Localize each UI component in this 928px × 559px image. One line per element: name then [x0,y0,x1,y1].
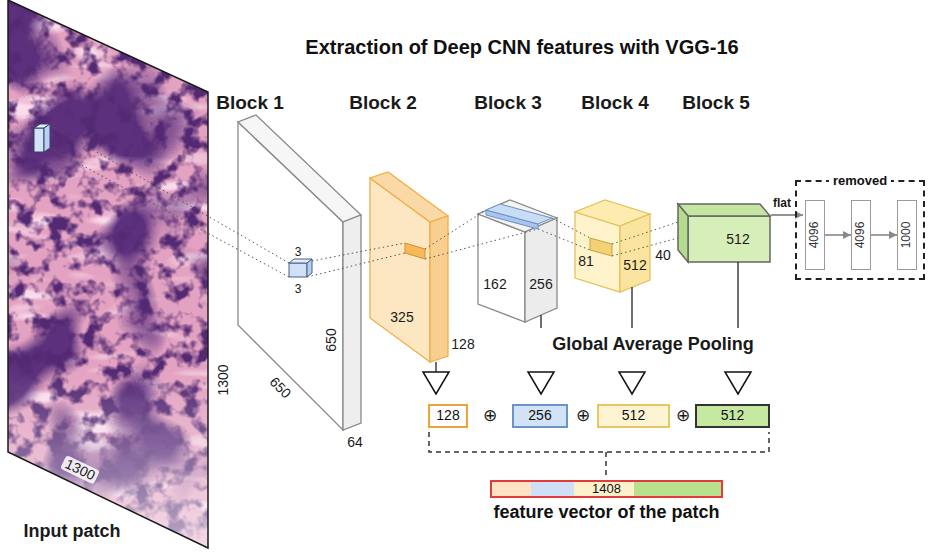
block-label: Block 2 [349,93,417,114]
projection-line [307,253,405,277]
block1-volume [343,215,361,430]
projection-line [425,229,538,259]
dimension-label: 512 [726,232,749,247]
node-caption: feature vector of the patch [493,503,719,523]
diagram-title: Extraction of Deep CNN features with VGG… [305,36,738,58]
pooling-stem [631,287,632,328]
node-text: 512 [622,408,645,423]
dimension-label: 256 [529,277,552,292]
feature-segment: 128 [428,404,468,428]
dimension-label: 81 [578,254,594,269]
dimension-label: 1300 [60,455,100,485]
dimension-label: 40 [655,248,671,263]
projection-line [50,125,289,263]
dimension-label: 650 [266,374,293,401]
projection-line [538,229,590,250]
tissue-nuclei [0,0,220,559]
receptive-slab [590,238,612,256]
concat-symbol: ⊕ [576,407,590,426]
pooling-triangle [619,372,645,394]
block-label: Block 4 [581,93,649,114]
dimension-label: 650 [324,328,339,351]
concat-symbol: ⊕ [483,407,497,426]
kernel-cube [34,128,44,152]
tissue-fade [0,0,220,559]
tissue-ground [0,0,220,559]
pooling-stem [435,362,436,372]
kernel-cube [307,259,312,277]
block2-volume [370,172,448,222]
block-label: Block 5 [682,93,750,114]
dense-layer: 1000 [897,200,917,270]
feature-segment: 512 [695,404,770,428]
feature-segment: 512 [597,404,670,428]
dimension-label: 64 [347,435,363,450]
block-label: Block 3 [474,93,542,114]
dimension-label: 325 [390,310,413,325]
block5-volume [688,216,770,262]
feature-vector: 1408feature vector of the patch [490,480,723,498]
node-text: 256 [528,408,551,423]
pooling-stem [737,262,738,328]
block2-volume [430,216,448,362]
kernel-size: 3 [295,246,302,259]
projection-line [552,218,590,238]
flatten-arrow [771,214,803,216]
concat-bracket [429,432,769,477]
projection-line [50,148,289,277]
patch-label: Input patch [24,522,121,542]
pooling-triangle [423,372,449,394]
layer-connector [825,234,851,236]
pooling-triangle [528,372,554,394]
pooling-stem [540,315,541,328]
dimension-label: 512 [623,258,646,273]
node-text: removed [829,174,891,188]
block5-volume [678,204,770,216]
layer-connector [871,234,897,236]
node-text: 4096 [854,222,867,249]
pooling-triangle [725,372,751,394]
kernel-size: 3 [295,283,302,296]
block3-volume [478,214,525,322]
node-text: 1000 [900,222,913,249]
dense-layer: 4096 [805,200,825,270]
projection-line [612,222,678,244]
node-text: 1408 [592,482,621,496]
block3-volume [525,218,557,322]
dimension-label: 128 [451,337,474,352]
dimension-label: 162 [483,277,506,292]
receptive-slab [405,243,425,259]
tissue-fibers [0,0,220,559]
arrow-label: flat [773,197,791,210]
block1-volume [238,115,361,222]
block5-volume [678,204,688,262]
removed-group: 409640961000removed [795,180,925,280]
feature-segment: 256 [512,404,568,428]
dense-layer: 4096 [851,200,871,270]
kernel-cube [44,124,50,152]
projection-line [312,243,405,261]
node-text: 512 [721,408,744,423]
node-text: 4096 [808,222,821,249]
projection-line [425,210,486,249]
dimension-label: 1300 [216,364,231,395]
block-label: Block 1 [216,93,284,114]
node-text: 128 [436,408,459,423]
tissue-glands [0,0,220,559]
kernel-cube [289,263,307,277]
patch-outline [8,0,208,548]
receptive-slab [486,204,552,224]
block4-volume [620,214,650,292]
operation-label: Global Average Pooling [552,335,754,355]
concat-symbol: ⊕ [676,407,690,426]
